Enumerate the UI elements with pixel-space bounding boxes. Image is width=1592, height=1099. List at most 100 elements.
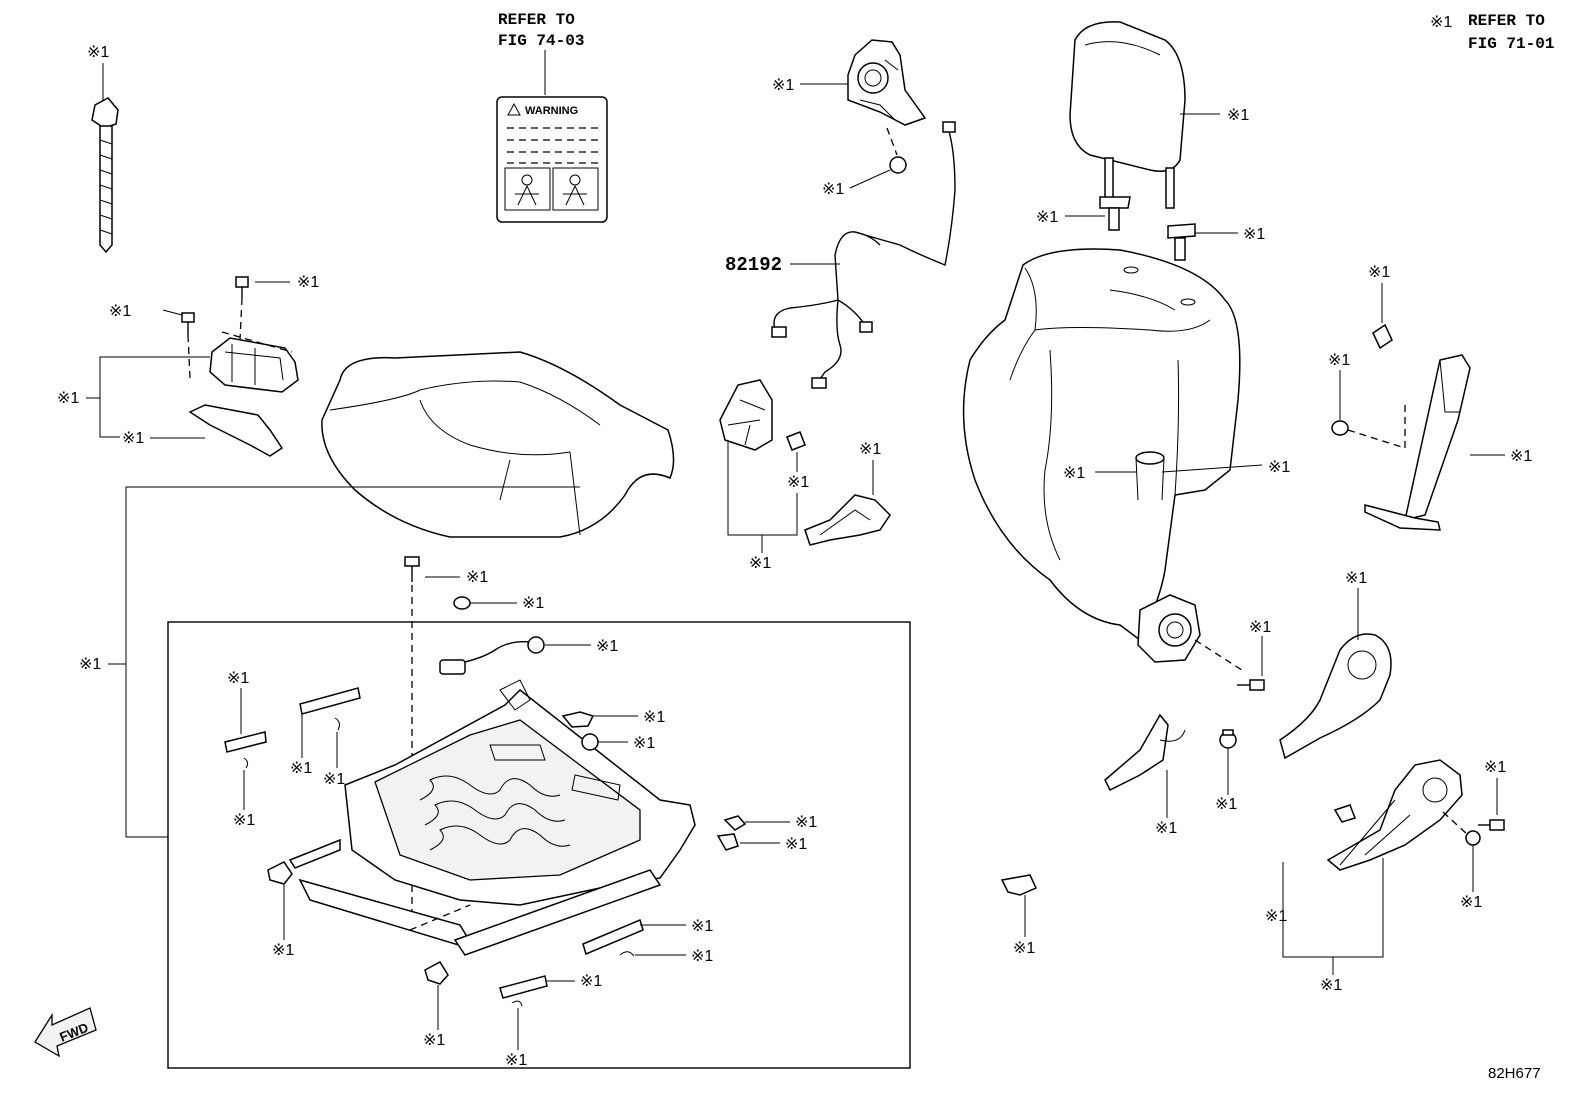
trim-cover-bracket bbox=[804, 494, 891, 546]
callout-label: ※1 bbox=[466, 569, 488, 586]
callout-label: ※1 bbox=[785, 836, 807, 853]
callout-label: ※1 bbox=[795, 814, 817, 831]
clip bbox=[1219, 729, 1237, 749]
clip bbox=[1333, 804, 1356, 823]
buckle-switch-bracket bbox=[847, 39, 927, 126]
nut bbox=[1331, 420, 1349, 436]
clip bbox=[716, 833, 739, 851]
refer-to-fig-74-line2: FIG 74-03 bbox=[498, 32, 584, 50]
refer-to-fig-74-line1: REFER TO bbox=[498, 11, 575, 29]
callout-label: ※1 bbox=[290, 760, 312, 777]
callout-label: ※1 bbox=[787, 474, 809, 491]
callout-label: ※1 bbox=[1510, 448, 1532, 465]
slide-cover bbox=[267, 861, 293, 885]
callout-label: ※1 bbox=[423, 1032, 445, 1049]
screw bbox=[1478, 819, 1505, 831]
clip bbox=[786, 431, 806, 451]
recliner-bracket-assembly bbox=[181, 276, 299, 457]
grommet bbox=[581, 733, 599, 751]
callout-label: ※1 bbox=[505, 1052, 527, 1069]
recliner-handle bbox=[1279, 633, 1392, 760]
slide-cover bbox=[299, 687, 361, 715]
callout-label: ※1 bbox=[233, 812, 255, 829]
clip bbox=[619, 951, 635, 957]
clip bbox=[1465, 830, 1481, 846]
seatback bbox=[962, 248, 1241, 642]
grommet bbox=[1372, 323, 1393, 350]
refer-to-fig-71-line2: FIG 71-01 bbox=[1468, 35, 1554, 53]
callout-label: ※1 bbox=[1155, 820, 1177, 837]
warning-label-title: WARNING bbox=[525, 105, 578, 117]
bracket bbox=[1000, 874, 1038, 896]
callout-label: ※1 bbox=[297, 274, 319, 291]
warning-label: WARNING bbox=[496, 96, 608, 223]
cushion-frame-box bbox=[167, 621, 911, 1069]
slide-cover bbox=[499, 975, 548, 999]
headrest-guide bbox=[1099, 196, 1131, 231]
callout-label: ※1 bbox=[691, 948, 713, 965]
seat-wire-harness bbox=[771, 121, 956, 389]
clip bbox=[511, 1000, 523, 1007]
bolt bbox=[404, 556, 420, 582]
callout-label: ※1 bbox=[79, 656, 101, 673]
callout-label: ※1 bbox=[1013, 940, 1035, 957]
callout-label: ※1 bbox=[122, 430, 144, 447]
clip bbox=[561, 711, 595, 728]
callout-label: ※1 bbox=[109, 303, 131, 320]
cable-tie bbox=[91, 97, 119, 254]
nut bbox=[453, 596, 471, 610]
seat-side-shield bbox=[1326, 759, 1463, 871]
recliner-mechanism bbox=[1137, 594, 1201, 663]
callout-label: ※1 bbox=[859, 441, 881, 458]
callout-label: ※1 bbox=[580, 973, 602, 990]
clip bbox=[334, 717, 340, 731]
callout-label: ※1 bbox=[1249, 619, 1271, 636]
callout-label: ※1 bbox=[1265, 908, 1287, 925]
callout-label: ※1 bbox=[272, 942, 294, 959]
grommet bbox=[889, 156, 907, 174]
side-bracket bbox=[719, 379, 773, 451]
callout-label: ※1 bbox=[1460, 894, 1482, 911]
seat-harness bbox=[439, 636, 545, 675]
callout-label: ※1 bbox=[1215, 796, 1237, 813]
callout-label: ※1 bbox=[1227, 107, 1249, 124]
headrest-guide bbox=[1167, 223, 1196, 261]
callout-label: ※1 bbox=[1368, 264, 1390, 281]
callout-label: ※1 bbox=[1243, 226, 1265, 243]
slide-cover bbox=[424, 961, 449, 985]
clip bbox=[723, 815, 747, 831]
callout-label: ※1 bbox=[227, 670, 249, 687]
bolt bbox=[1237, 679, 1265, 691]
fwd-arrow: FWD bbox=[34, 1007, 97, 1058]
callout-label: ※1 bbox=[1036, 209, 1058, 226]
callout-label: ※1 bbox=[1268, 459, 1290, 476]
refer-to-fig-71-line1: REFER TO bbox=[1468, 12, 1545, 30]
callout-label: ※1 bbox=[633, 735, 655, 752]
headrest bbox=[1069, 21, 1186, 209]
seat-cushion-frame bbox=[288, 679, 696, 956]
callout-label: ※1 bbox=[1484, 759, 1506, 776]
callout-label: ※1 bbox=[772, 77, 794, 94]
refer-note-mark: ※1 bbox=[1430, 14, 1452, 31]
callout-label: ※1 bbox=[643, 709, 665, 726]
callout-label: ※1 bbox=[57, 390, 79, 407]
callout-label: ※1 bbox=[87, 44, 109, 61]
harness-bracket bbox=[1104, 713, 1186, 792]
callout-label: ※1 bbox=[323, 771, 345, 788]
callout-label: ※1 bbox=[1345, 570, 1367, 587]
callout-label: ※1 bbox=[749, 555, 771, 572]
slide-cover bbox=[224, 731, 267, 753]
callout-label: ※1 bbox=[1320, 977, 1342, 994]
seatback-side-cover bbox=[1364, 354, 1471, 531]
callout-label: ※1 bbox=[596, 638, 618, 655]
callout-label: ※1 bbox=[1328, 352, 1350, 369]
clip bbox=[243, 757, 249, 769]
callout-label: ※1 bbox=[522, 595, 544, 612]
callout-label: ※1 bbox=[691, 918, 713, 935]
seat-cushion-pad bbox=[321, 351, 675, 538]
callout-label: ※1 bbox=[822, 181, 844, 198]
diagram-code: 82H677 bbox=[1488, 1065, 1541, 1082]
harness-part-number: 82192 bbox=[725, 254, 782, 276]
callout-label: ※1 bbox=[1063, 465, 1085, 482]
